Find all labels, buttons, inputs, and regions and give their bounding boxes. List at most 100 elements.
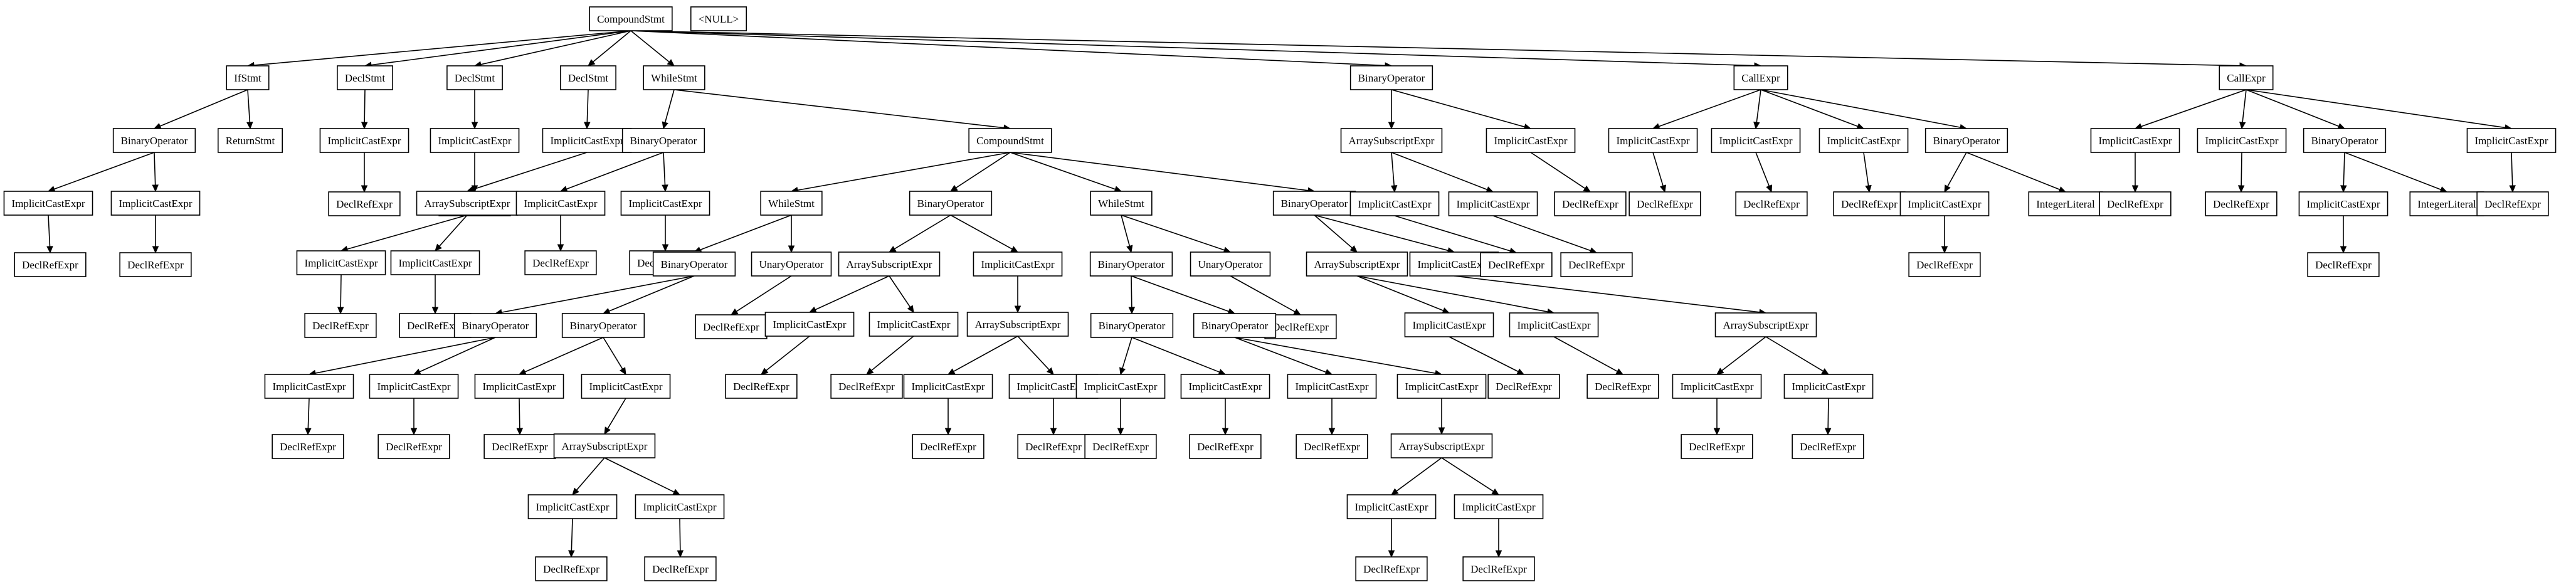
node-label: DeclRefExpr [280, 441, 336, 453]
node-label: DeclRefExpr [1562, 198, 1618, 210]
node-decl-ref-expr: DeclRefExpr [119, 252, 192, 277]
node-label: WhileStmt [1098, 198, 1144, 209]
arrowhead-g7-g9 [410, 428, 418, 436]
node-decl-ref-expr: DeclRefExpr [2099, 191, 2172, 216]
edge-g2-g3 [736, 275, 792, 312]
arrowhead-j7-j8 [1716, 368, 1724, 375]
node-label: CallExpr [1741, 72, 1780, 84]
node-box [2219, 65, 2274, 90]
node-while-stmt: WhileStmt [643, 65, 705, 90]
node-implicit-cast-expr: ImplicitCastExpr [2197, 128, 2287, 153]
node-box [1486, 128, 1576, 153]
node-binary-operator: BinaryOperator [652, 251, 736, 277]
node-box [1783, 374, 1874, 399]
node-label: ImplicitCastExpr [1412, 319, 1486, 331]
arrowhead-i11-i13 [1438, 427, 1445, 435]
node-label: DeclRefExpr [703, 321, 759, 333]
node-label: ImplicitCastExpr [398, 257, 472, 269]
edge-n0-n2 [371, 30, 631, 66]
edge-i1-i5 [1131, 275, 1229, 312]
node-while-stmt: WhileStmt [1090, 191, 1153, 216]
node-label: ImplicitCastExpr [11, 198, 85, 209]
node-box [620, 191, 710, 216]
node-label: DeclRefExpr [2315, 259, 2372, 271]
edge-n0-n8 [630, 30, 2241, 66]
arrowhead-j7-j9 [1821, 368, 1830, 375]
node-array-subscript-expr: ArraySubscriptExpr [966, 312, 1069, 337]
edge-n0-n7 [630, 30, 1755, 66]
arrowhead-h1-h3 [808, 306, 817, 313]
node-label: ImplicitCastExpr [482, 381, 556, 393]
arrowhead-n1-a1 [153, 123, 162, 129]
edge-j1-j2 [1356, 275, 1444, 312]
edge-e2-f3 [1010, 152, 1116, 190]
node-box [760, 191, 823, 216]
arrowhead-n7-l2 [1753, 121, 1760, 130]
node-box [1180, 374, 1270, 399]
node-label: DeclRefExpr [1025, 441, 1082, 453]
node-while-stmt: WhileStmt [760, 191, 823, 216]
node-binary-operator: BinaryOperator [1089, 251, 1173, 277]
arrowhead-k4-k7 [1583, 185, 1592, 193]
node-box [1084, 434, 1157, 459]
node-label: BinaryOperator [1098, 258, 1165, 270]
node-label: DeclRefExpr [2107, 198, 2163, 210]
node-implicit-cast-expr: ImplicitCastExpr [1608, 128, 1698, 153]
edge-f3-i1 [1121, 214, 1131, 246]
node-box [1899, 191, 1990, 216]
node-label: ImplicitCastExpr [550, 135, 623, 147]
node-box [112, 128, 196, 153]
node-label: DeclRefExpr [1470, 563, 1527, 575]
edge-l4-l8 [1947, 152, 1967, 187]
node-implicit-cast-expr: ImplicitCastExpr [581, 374, 671, 399]
node-implicit-cast-expr: ImplicitCastExpr [319, 128, 409, 153]
edge-n5-e2 [673, 89, 1005, 129]
edge-a1-a3 [54, 152, 155, 190]
node-label: ImplicitCastExpr [911, 381, 984, 393]
node-label: IntegerLiteral [2417, 198, 2476, 210]
arrowhead-m7-m9 [2340, 246, 2347, 254]
node-decl-ref-expr: DeclRefExpr [1355, 556, 1428, 581]
edge-e1-e4 [663, 152, 666, 186]
node-box [1733, 65, 1788, 90]
arrowhead-e3-e5 [557, 244, 564, 252]
node-label: DeclRefExpr [492, 441, 548, 453]
node-decl-ref-expr: DeclRefExpr [14, 252, 87, 277]
edge-g5-g11 [603, 337, 623, 369]
arrowhead-h7-h8 [947, 368, 956, 375]
node-box [973, 251, 1063, 277]
edge-n8-m2 [2242, 89, 2247, 123]
node-decl-ref-expr: DeclRefExpr [1833, 191, 1906, 216]
node-box [1681, 434, 1753, 459]
node-implicit-cast-expr: ImplicitCastExpr [1404, 312, 1494, 337]
node-implicit-cast-expr: ImplicitCastExpr [1454, 494, 1544, 519]
arrowhead-n3-c1 [471, 122, 478, 130]
node-label: BinaryOperator [462, 320, 529, 332]
node-box [337, 65, 393, 90]
node-label: BinaryOperator [1201, 320, 1269, 332]
node-box [589, 6, 673, 31]
node-decl-ref-expr: DeclRefExpr [1296, 434, 1368, 459]
node-label: ImplicitCastExpr [1354, 501, 1428, 513]
node-decl-ref-expr: DeclRefExpr [1084, 434, 1157, 459]
node-label: DeclRefExpr [1272, 321, 1329, 333]
node-implicit-cast-expr: ImplicitCastExpr [527, 494, 618, 519]
node-box [1714, 312, 1817, 337]
arrowhead-i6-i8 [1117, 428, 1124, 436]
edge-a1-a4 [154, 152, 156, 186]
node-box [1340, 128, 1443, 153]
node-box [328, 191, 401, 216]
arrowhead-i10-i12 [1328, 428, 1336, 436]
node-box [1287, 374, 1377, 399]
arrowhead-n0-n5 [667, 59, 675, 66]
node-label: ImplicitCastExpr [773, 319, 846, 331]
edge-d2-d3 [347, 214, 468, 250]
node-box [226, 65, 270, 90]
edge-n8-m4 [2246, 89, 2506, 129]
node-decl-ref-expr: DeclRefExpr [912, 434, 984, 459]
edge-m2-m6 [2241, 152, 2242, 186]
node-integer-literal: IntegerLiteral [2409, 191, 2484, 216]
node-label: UnaryOperator [759, 258, 824, 270]
arrowhead-i4-i6 [1119, 367, 1126, 376]
node-label: ImplicitCastExpr [1827, 135, 1900, 147]
